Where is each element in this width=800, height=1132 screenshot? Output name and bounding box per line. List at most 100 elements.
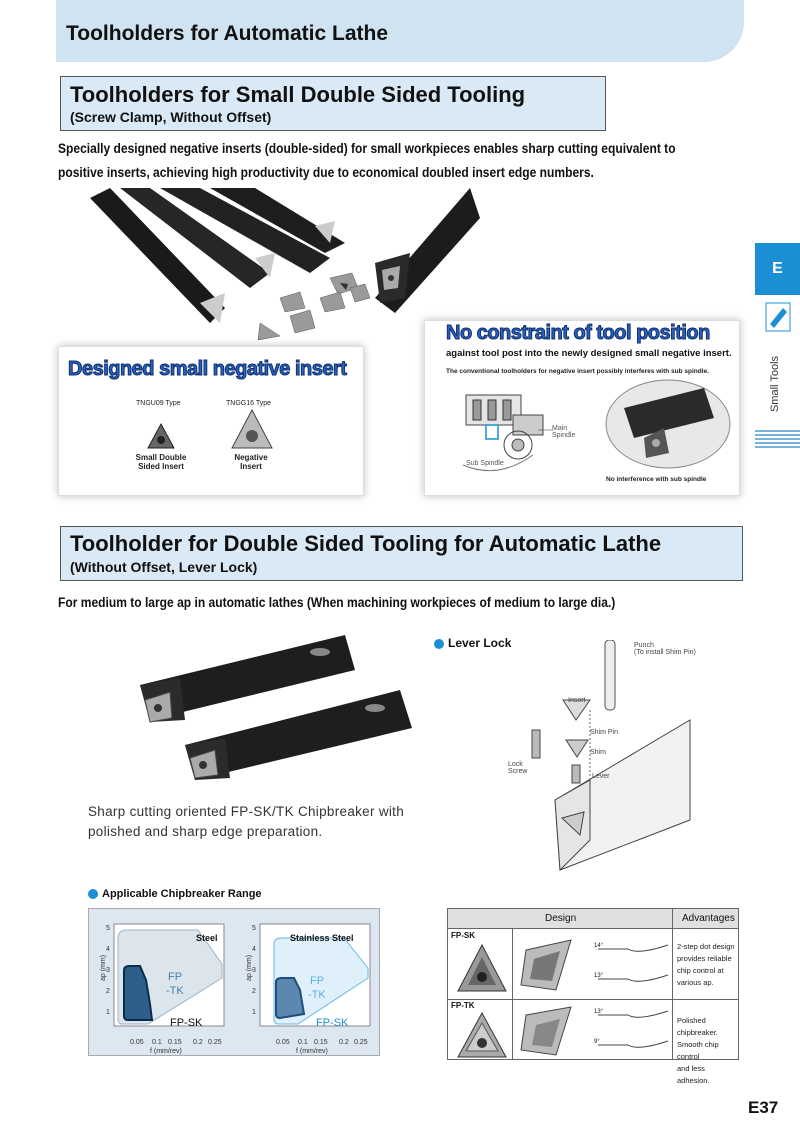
steel-fp-sk-label: FP-SK (170, 1017, 203, 1029)
toolholder-bar-3 (160, 188, 330, 273)
fp-sk-row-name: FP-SK (451, 931, 475, 940)
small-insert-panel (58, 346, 364, 496)
tool-position-sub2: The conventional toolholders for negativ… (446, 368, 709, 375)
steel-xlabel: f (mm/rev) (150, 1048, 182, 1055)
no-interference-closeup (605, 379, 731, 469)
ytick: 5 (252, 925, 256, 932)
steel-x-axis: 0.05 0.1 0.15 0.2 0.25 (130, 1039, 222, 1046)
section2-subtitle: (Without Offset, Lever Lock) (70, 559, 258, 575)
lever-label: Lever (592, 773, 610, 780)
header-banner (56, 0, 744, 62)
ytick: 2 (106, 988, 110, 995)
xtick: 0.15 (314, 1039, 328, 1046)
fp-tk-profile (598, 1010, 669, 1048)
xtick: 0.25 (354, 1039, 368, 1046)
fp-tk-closeup (520, 1006, 572, 1056)
ytick: 4 (106, 946, 110, 953)
design-header: Design (545, 913, 577, 924)
tngg16-insert-icon (231, 408, 273, 449)
fp-sk-advantages: 2-step dot design provides reliable chip… (677, 942, 735, 987)
section1-header (60, 76, 606, 131)
toolholder-bar-2 (120, 188, 270, 288)
no-interference-label: No interference with sub spindle (606, 476, 707, 483)
xtick: 0.1 (152, 1039, 162, 1046)
toolholder-photo (90, 188, 371, 341)
spindle-diagram (462, 394, 553, 472)
xtick: 0.05 (276, 1039, 290, 1046)
page-number: E37 (748, 1098, 779, 1117)
design-table: Design Advantages FP-SK 14° 13° 2-step d… (447, 908, 739, 1085)
tngu09-type-label: TNGU09 Type (136, 400, 181, 407)
ytick: 1 (252, 1009, 256, 1016)
tool-position-sub1: against tool post into the newly designe… (446, 348, 732, 359)
page-title: Toolholders for Automatic Lathe (66, 22, 389, 45)
shim-pin-label: Shim Pin (590, 729, 619, 736)
fp-sk-insert-icon (457, 943, 507, 992)
stainless-fp-tk-label-2: -TK (308, 989, 326, 1001)
tngu09-insert-icon (147, 422, 175, 449)
fp-tk-row-name: FP-TK (451, 1001, 475, 1010)
xtick: 0.15 (168, 1039, 182, 1046)
advantages-header: Advantages (682, 913, 735, 924)
loose-inserts (257, 272, 371, 341)
bullet-icon (88, 889, 98, 900)
lever-lock-toolholder-photo (140, 635, 412, 780)
stainless-ylabel: ap (mm) (246, 955, 253, 981)
ytick: 3 (252, 967, 256, 974)
xtick: 0.1 (298, 1039, 308, 1046)
section-tab-e[interactable]: E (755, 243, 800, 295)
stainless-fp-tk-label: FP (310, 975, 324, 987)
tool-position-heading: No constraint of tool position (446, 322, 711, 345)
steel-ylabel: ap (mm) (100, 955, 107, 981)
steel-fp-tk-label-2: -TK (166, 985, 184, 997)
stainless-label: Stainless Steel (290, 933, 354, 943)
section1-description-line1: Specially designed negative inserts (dou… (58, 140, 676, 156)
toolholder-bar-4 (210, 188, 345, 253)
insert-label: Insert (568, 697, 586, 704)
section2-description: For medium to large ap in automatic lath… (58, 594, 616, 610)
steel-y-axis: 5 4 3 2 1 (106, 925, 110, 1016)
sub-spindle-label: Sub Spindle (466, 460, 504, 467)
ytick: 4 (252, 946, 256, 953)
steel-label: Steel (196, 933, 218, 943)
fp-tk-insert-icon (457, 1011, 507, 1058)
stainless-y-axis: 5 4 3 2 1 (252, 925, 256, 1016)
xtick: 0.2 (339, 1039, 349, 1046)
xtick: 0.2 (193, 1039, 203, 1046)
section2-header (60, 526, 743, 581)
shim-label: Shim (590, 749, 606, 756)
stainless-xlabel: f (mm/rev) (296, 1048, 328, 1055)
fp-sk-angle2: 13° (594, 973, 604, 979)
section2-title: Toolholder for Double Sided Tooling for … (70, 531, 662, 556)
bullet-icon (434, 638, 444, 649)
ytick: 2 (252, 988, 256, 995)
xtick: 0.05 (130, 1039, 144, 1046)
fp-tk-angle1: 13° (594, 1009, 604, 1015)
small-tools-icon (765, 302, 791, 332)
toolholder-photo-2 (375, 188, 480, 313)
lever-lock-title: Lever Lock (434, 636, 511, 650)
steel-range-chart: 5 4 3 2 1 ap (mm) FP -TK FP-SK Steel 0.0… (100, 923, 225, 1055)
steel-fp-tk-label: FP (168, 971, 182, 983)
fp-tk-advantages: Polished chipbreaker. Smooth chip contro… (677, 1016, 719, 1085)
ytick: 3 (106, 967, 110, 974)
ytick: 5 (106, 925, 110, 932)
fp-tk-angle2: 9° (594, 1039, 600, 1045)
stainless-x-axis: 0.05 0.1 0.15 0.2 0.25 (276, 1039, 368, 1046)
punch-label: Punch(To install Shim Pin) (634, 642, 696, 656)
fp-sk-profile (598, 944, 669, 982)
ytick: 1 (106, 1009, 110, 1016)
toolholder-bar-1 (90, 188, 225, 323)
side-tab-lines (755, 430, 800, 448)
fp-sk-angle1: 14° (594, 943, 604, 949)
lever-lock-diagram (531, 640, 691, 872)
section1-description-line2: positive inserts, achieving high product… (58, 164, 594, 180)
design-table-header: Design Advantages (448, 909, 738, 929)
xtick: 0.25 (208, 1039, 222, 1046)
fp-sk-closeup (520, 939, 572, 991)
small-tools-label: Small Tools (769, 355, 781, 413)
